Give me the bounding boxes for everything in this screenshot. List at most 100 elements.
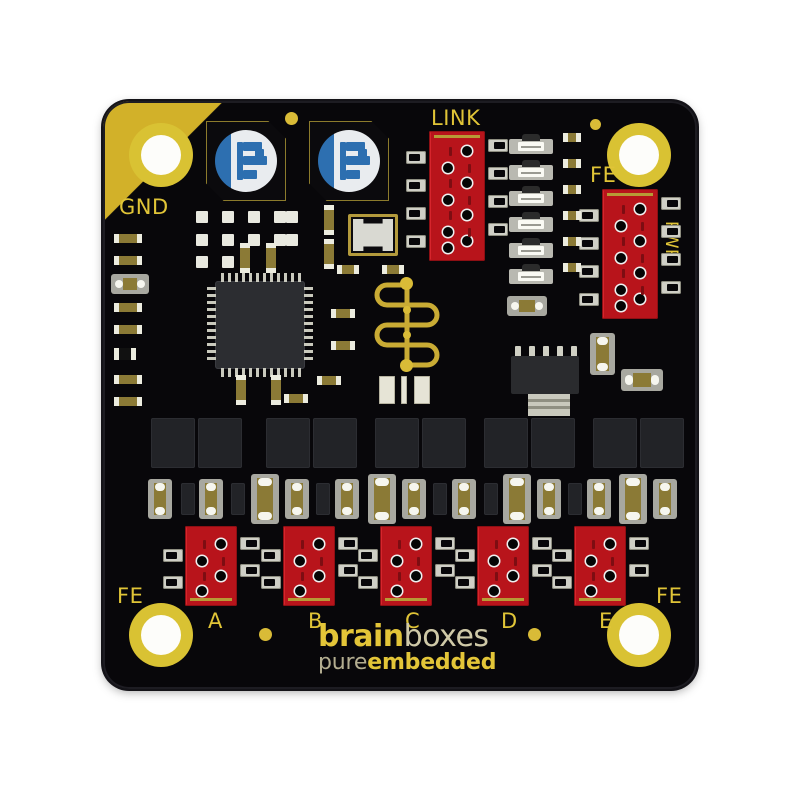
smd-capacitor — [503, 474, 531, 524]
soic-pin — [571, 346, 577, 357]
smd-capacitor — [111, 274, 149, 294]
solder-pad — [661, 253, 681, 266]
smd-capacitor — [148, 479, 172, 519]
via-pad — [403, 331, 411, 339]
smd-resistor — [563, 159, 581, 168]
silver-smd-part — [509, 264, 553, 284]
smd-block — [316, 483, 330, 515]
connector-channel-e[interactable] — [574, 526, 626, 606]
solder-pad — [261, 576, 281, 589]
optocoupler-package — [422, 418, 466, 468]
solder-pad-small — [222, 211, 234, 223]
test-point-dot — [259, 628, 272, 641]
solder-pad — [435, 564, 455, 577]
connector-channel-a[interactable] — [185, 526, 237, 606]
solder-pad — [579, 265, 599, 278]
test-point-dot — [528, 628, 541, 641]
solder-pad — [532, 537, 552, 550]
silk-label-channel-d: D — [501, 609, 518, 633]
solder-pad — [488, 139, 508, 152]
smd-resistor — [114, 375, 142, 384]
optocoupler-package — [266, 418, 310, 468]
solder-pad — [579, 209, 599, 222]
smd-resistor — [114, 234, 142, 243]
solder-pad — [579, 293, 599, 306]
connector-link[interactable] — [429, 131, 485, 261]
brainboxes-logo-badge-1 — [206, 121, 286, 201]
solder-pad — [240, 564, 260, 577]
smd-capacitor — [402, 479, 426, 519]
solder-pad-small — [248, 234, 260, 246]
solder-pad-small — [196, 256, 208, 268]
connector-channel-b[interactable] — [283, 526, 335, 606]
smd-resistor — [563, 237, 581, 246]
silk-label-channel-e: E — [599, 609, 613, 633]
optocoupler-package — [531, 418, 575, 468]
solder-pad — [358, 549, 378, 562]
solder-pad — [406, 235, 426, 248]
smd-resistor — [563, 185, 581, 194]
smd-capacitor — [199, 479, 223, 519]
smd-capacitor — [507, 296, 547, 316]
solder-pad — [406, 179, 426, 192]
solder-pad — [406, 151, 426, 164]
silk-label-fe-bottom-right: FE — [656, 584, 683, 608]
smd-resistor — [114, 325, 142, 334]
smd-resistor — [337, 265, 359, 274]
logo-disc — [215, 130, 277, 192]
via-pad — [403, 306, 411, 314]
solder-pad-small — [196, 234, 208, 246]
connector-channel-d[interactable] — [477, 526, 529, 606]
brand-word-brain: brain — [318, 619, 404, 654]
smd-resistor — [324, 205, 334, 235]
smd-resistor — [324, 239, 334, 269]
mcu-qfp-chip — [215, 281, 305, 369]
silk-label-fe-top-right: FE — [590, 163, 617, 187]
solder-pad — [261, 549, 281, 562]
solder-pad — [488, 195, 508, 208]
solder-pad — [163, 576, 183, 589]
smd-resistor — [563, 263, 581, 272]
silver-smd-part — [509, 134, 553, 154]
pcb-board: GND LINK FE PWR FE FE A B C D E — [103, 101, 697, 689]
smd-resistor — [240, 243, 250, 273]
solder-pad-small — [286, 211, 298, 223]
solder-pad-small — [248, 211, 260, 223]
optocoupler-package — [375, 418, 419, 468]
solder-pad-small — [196, 211, 208, 223]
connector-channel-c[interactable] — [380, 526, 432, 606]
silk-label-fe-bottom-left: FE — [117, 584, 144, 608]
smd-resistor — [563, 133, 581, 142]
smd-capacitor — [619, 474, 647, 524]
soic8-chip — [511, 356, 579, 394]
smd-resistor — [563, 211, 581, 220]
smd-resistor — [271, 375, 281, 405]
smd-capacitor — [368, 474, 396, 524]
smd-capacitor — [537, 479, 561, 519]
smd-block — [433, 483, 447, 515]
solder-pad-small — [222, 256, 234, 268]
solder-pad — [552, 576, 572, 589]
optocoupler-package — [484, 418, 528, 468]
silk-label-gnd: GND — [119, 195, 169, 219]
smd-capacitor — [653, 479, 677, 519]
smd-resistor — [114, 348, 136, 360]
solder-pad — [240, 537, 260, 550]
smd-resistor — [284, 394, 308, 403]
optocoupler-package — [198, 418, 242, 468]
connector-pwr[interactable] — [602, 189, 658, 319]
solder-pad — [579, 237, 599, 250]
crystal-oscillator — [348, 214, 398, 256]
solder-pad — [455, 576, 475, 589]
solder-pad — [488, 223, 508, 236]
solder-pad — [552, 549, 572, 562]
serpentine-antenna-trace — [374, 282, 440, 368]
smd-resistor — [331, 309, 355, 318]
smd-block — [231, 483, 245, 515]
silk-label-channel-b: B — [308, 609, 323, 633]
optocoupler-package — [313, 418, 357, 468]
solder-pad — [629, 564, 649, 577]
fuse-cream — [414, 376, 430, 404]
solder-pad — [488, 167, 508, 180]
